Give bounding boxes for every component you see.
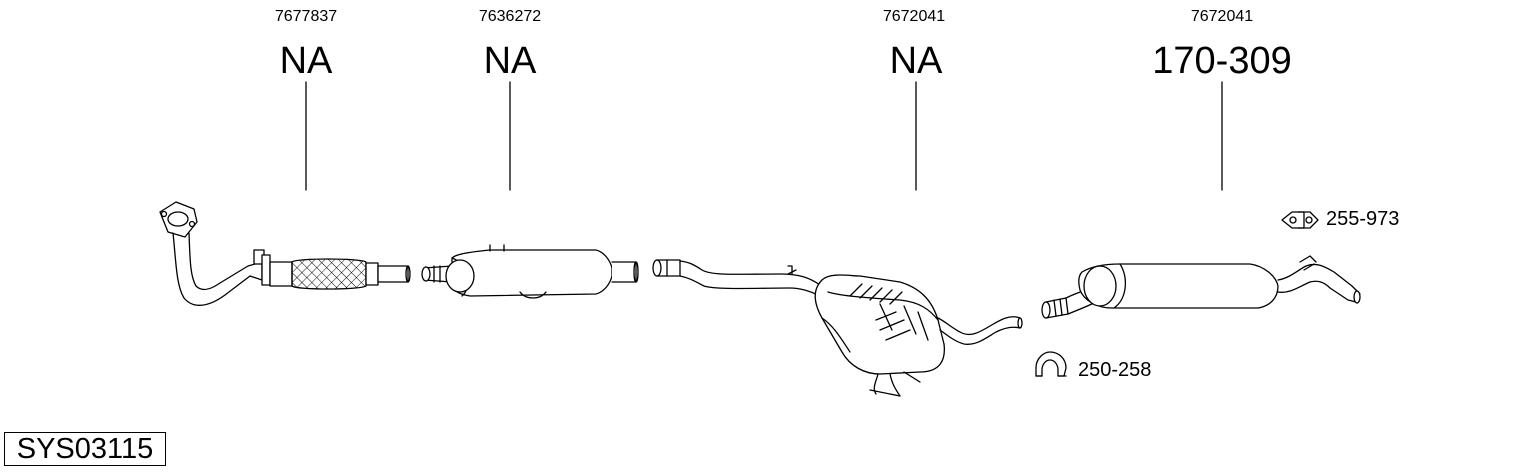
rubber-mount-icon (1281, 211, 1319, 229)
system-code-box: SYS03115 (4, 432, 166, 466)
rubber-mount-label: 255-973 (1326, 208, 1400, 230)
front-pipe-drawing (159, 201, 411, 306)
part-2-ref: 7636272 (478, 8, 542, 25)
rear-silencer-drawing (1041, 255, 1361, 319)
part-4-ref: 7672041 (1190, 8, 1254, 25)
part-1-code: NA (279, 40, 333, 82)
part-4-code: 170-309 (1152, 40, 1292, 82)
part-3-ref: 7672041 (882, 8, 946, 25)
middle-silencer-drawing (652, 259, 1023, 397)
part-2-code: NA (483, 40, 537, 82)
clamp-label: 250-258 (1078, 359, 1152, 381)
part-1-ref: 7677837 (274, 8, 338, 25)
clamp-icon (1035, 351, 1067, 377)
part-3-code: NA (889, 40, 943, 82)
center-silencer-drawing (421, 244, 639, 299)
